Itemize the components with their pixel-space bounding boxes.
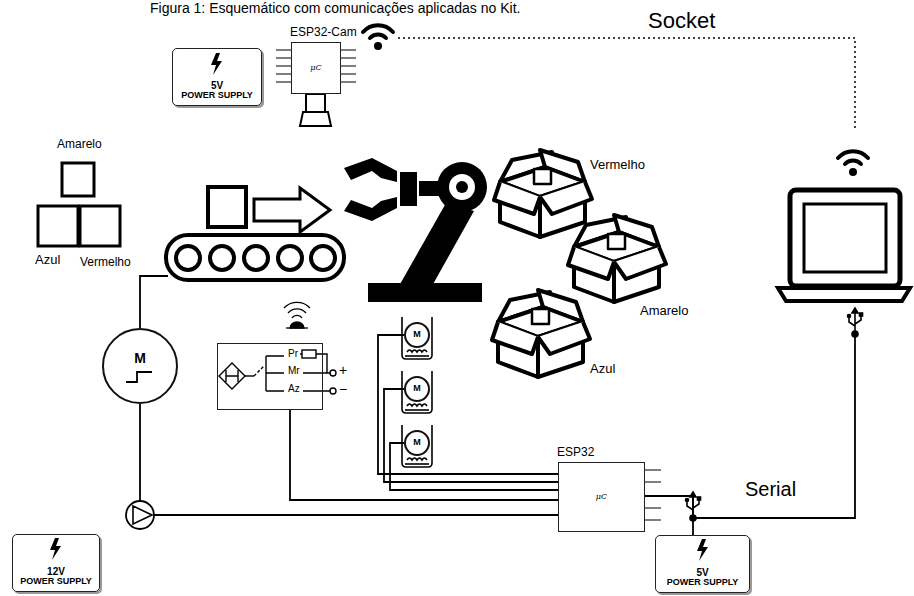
- pump: [126, 501, 154, 529]
- conveyor: [166, 187, 344, 280]
- label-text: Socket: [648, 8, 715, 33]
- microcontroller: ESP32-CamμC: [291, 42, 341, 94]
- power-supply: 5VPOWER SUPPLY: [655, 535, 750, 593]
- socket-link: [398, 38, 855, 130]
- servo-motor: M: [404, 376, 430, 402]
- wire-connector: [140, 404, 558, 515]
- node-text: POWER SUPPLY: [20, 577, 92, 587]
- sensor-symbol: [219, 350, 336, 394]
- node-text: μC: [310, 64, 321, 73]
- servo-motor: M: [404, 322, 430, 348]
- figure-title: Figura 1: Esquemático com comunicações a…: [150, 0, 520, 16]
- node-text: M: [413, 330, 421, 340]
- motor-symbol: M: [102, 328, 178, 404]
- label-text: −: [339, 381, 347, 397]
- bolt-icons: [50, 53, 708, 561]
- node-text: Mr: [288, 365, 300, 376]
- wire-connector: [290, 410, 558, 500]
- power-supply: 5VPOWER SUPPLY: [172, 48, 262, 106]
- robot-arm: [344, 158, 487, 302]
- node-text: M: [413, 438, 421, 448]
- wire-connector: [384, 389, 558, 482]
- node-text: μC: [596, 493, 607, 502]
- servo-motor: M: [404, 430, 430, 456]
- label-text: Vermelho: [590, 158, 645, 173]
- label-text: Azul: [35, 253, 60, 268]
- laptop: [778, 190, 910, 301]
- label-text: Serial: [745, 478, 796, 501]
- serial-wire: [693, 334, 855, 518]
- node-text: POWER SUPPLY: [181, 91, 253, 101]
- node-text: ESP32-Cam: [290, 26, 357, 39]
- node-text: 5V: [696, 567, 708, 578]
- label-text: Amarelo: [640, 304, 688, 319]
- motor-brackets: [402, 317, 432, 467]
- sensor-box: PrMrAz: [217, 343, 323, 410]
- wifi-icons: [363, 25, 868, 176]
- node-text: ESP32: [557, 446, 594, 459]
- label-text: Amarelo: [57, 138, 102, 152]
- cartons: [492, 150, 666, 377]
- camera: [300, 94, 331, 126]
- label-text: +: [339, 362, 347, 378]
- wireless-sensor: [284, 302, 310, 328]
- node-text: M: [413, 384, 421, 394]
- label-text: Vermelho: [80, 256, 131, 270]
- usb-symbols: [686, 308, 863, 521]
- label-text: Azul: [590, 362, 615, 377]
- power-supply: 12VPOWER SUPPLY: [12, 534, 100, 592]
- node-text: 5V: [211, 80, 223, 91]
- microcontroller: ESP32μC: [558, 462, 645, 532]
- node-text: POWER SUPPLY: [667, 578, 739, 588]
- node-text: Pr: [288, 348, 298, 359]
- blocks: [38, 163, 120, 246]
- node-text: Az: [288, 383, 300, 394]
- node-text: 12V: [47, 566, 65, 577]
- node-text: M: [134, 351, 146, 366]
